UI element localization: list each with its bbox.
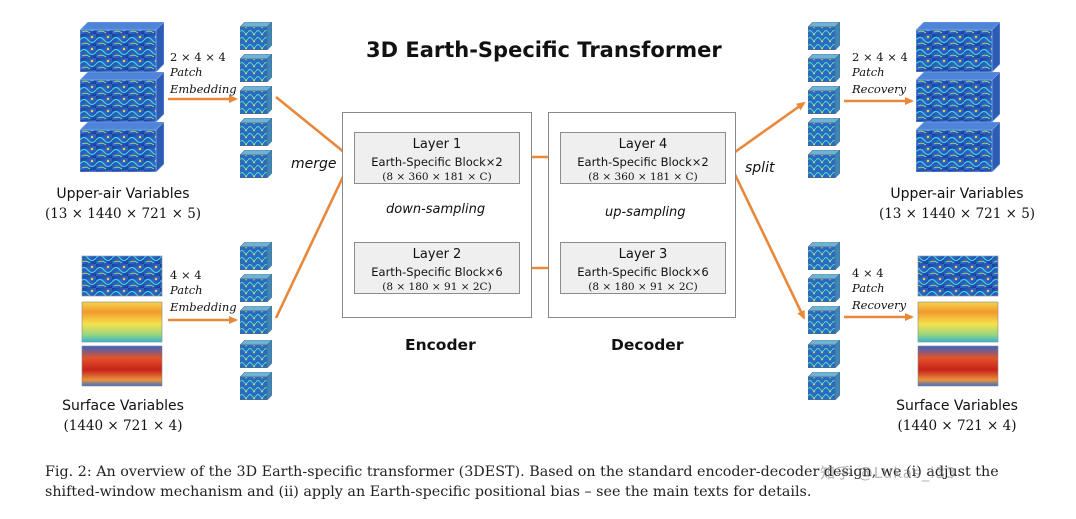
encoder-label: Encoder [405, 336, 476, 354]
decoder-layer-4: Layer 4 Earth-Specific Block×2 (8 × 360 … [560, 132, 726, 184]
architecture-diagram [80, 22, 1000, 400]
left-surface-maps [81, 255, 163, 387]
encoder-layer-2: Layer 2 Earth-Specific Block×6 (8 × 180 … [354, 242, 520, 294]
left-surface-patch-stack [240, 242, 272, 400]
right-surface-patch-label: 4 × 4 Patch Recovery [852, 266, 907, 312]
left-upper-patch-stack [240, 22, 272, 178]
left-upper-air-cubes [80, 22, 164, 172]
decoder-layer-3: Layer 3 Earth-Specific Block×6 (8 × 180 … [560, 242, 726, 294]
figure-title: 3D Earth-Specific Transformer [366, 38, 722, 62]
right-upper-air-cubes [916, 22, 1000, 172]
encoder-layer-1: Layer 1 Earth-Specific Block×2 (8 × 360 … [354, 132, 520, 184]
right-surface-label: Surface Variables [896, 398, 1018, 414]
right-upper-patch-stack [808, 22, 840, 178]
left-upper-air-label: Upper-air Variables [56, 186, 190, 202]
left-surface-dims: (1440 × 721 × 4) [63, 418, 183, 434]
down-sampling-label: down-sampling [386, 202, 486, 217]
left-upper-air-dims: (13 × 1440 × 721 × 5) [44, 206, 202, 222]
right-upper-air-label: Upper-air Variables [890, 186, 1024, 202]
figure-caption: Fig. 2: An overview of the 3D Earth-spec… [45, 464, 999, 500]
left-surface-label: Surface Variables [62, 398, 184, 414]
left-surface-patch-label: 4 × 4 Patch Embedding [170, 268, 237, 314]
decoder-label: Decoder [611, 336, 684, 354]
right-surface-maps [917, 255, 999, 387]
watermark: 知乎 @Lukas_i33 [820, 464, 957, 482]
right-surface-dims: (1440 × 721 × 4) [897, 418, 1017, 434]
right-upper-patch-label: 2 × 4 × 4 Patch Recovery [852, 50, 908, 96]
flow-arrows [168, 95, 914, 324]
split-label: split [745, 160, 775, 176]
right-upper-air-dims: (13 × 1440 × 721 × 5) [878, 206, 1036, 222]
left-upper-patch-label: 2 × 4 × 4 Patch Embedding [170, 50, 237, 96]
merge-label: merge [291, 156, 337, 172]
up-sampling-label: up-sampling [605, 205, 686, 220]
right-surface-patch-stack [808, 242, 840, 400]
